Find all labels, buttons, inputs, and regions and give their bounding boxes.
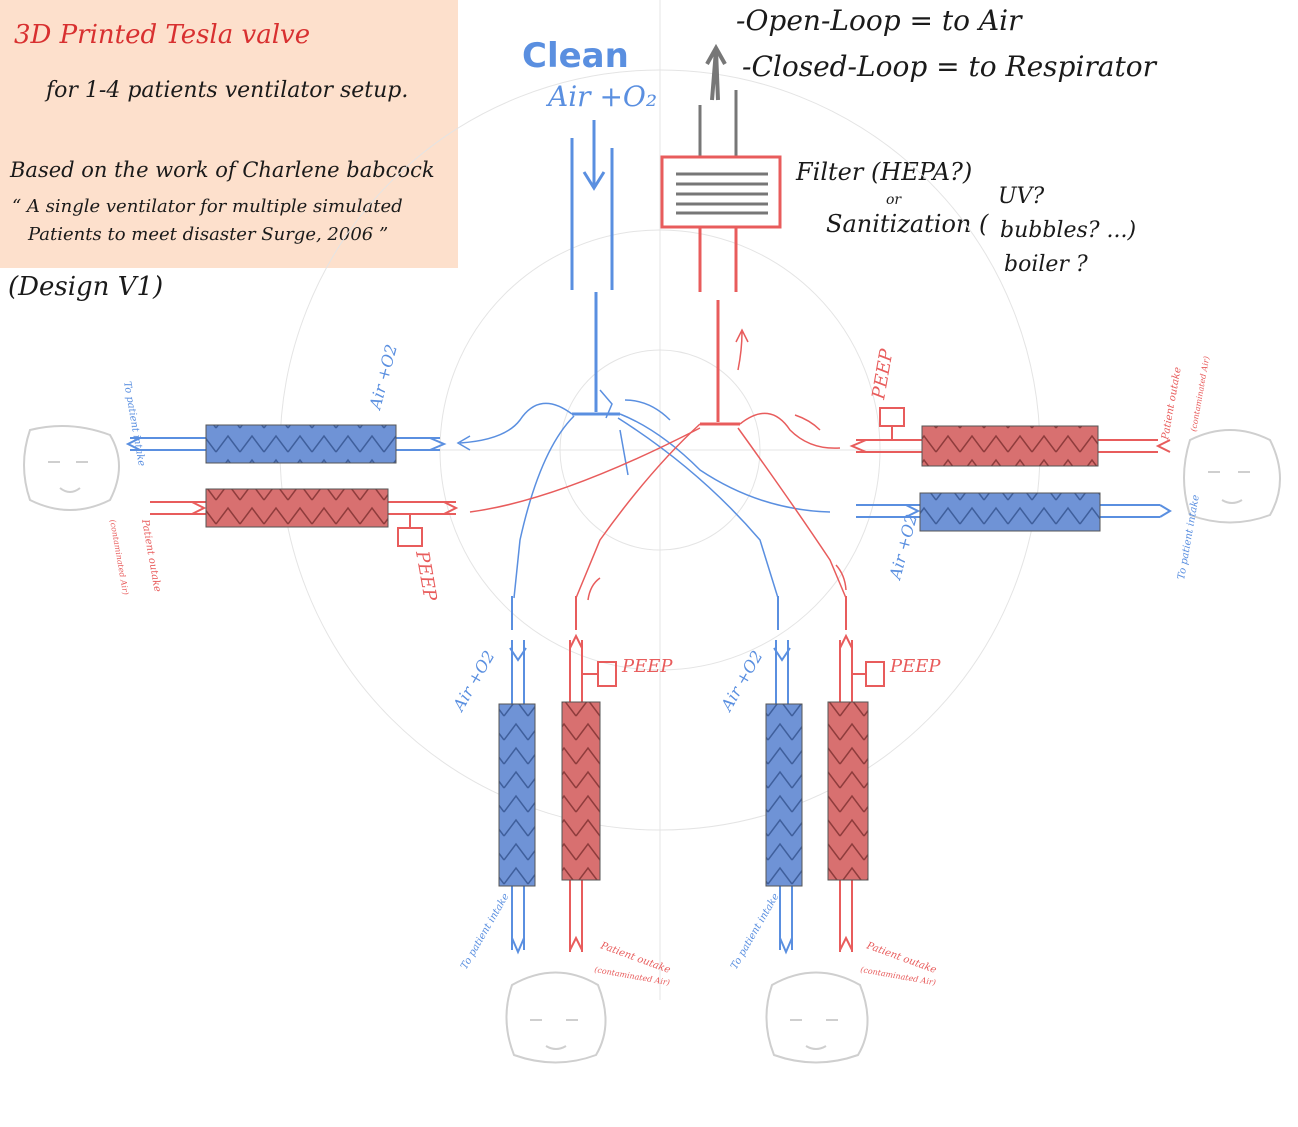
east-to-patient-label: To patient intake bbox=[1176, 494, 1202, 581]
west-manifold bbox=[125, 424, 459, 547]
east-manifold bbox=[849, 407, 1172, 532]
note-line-4: Patients to meet disaster Surge, 2006 ” bbox=[28, 224, 389, 245]
se-air-o2-label: Air +O2 bbox=[716, 647, 767, 715]
patient-head-east bbox=[1183, 429, 1281, 524]
south-east-manifold bbox=[765, 596, 885, 955]
patient-head-west bbox=[23, 425, 120, 511]
west-air-o2-label: Air +O2 bbox=[365, 342, 401, 413]
info-note bbox=[0, 0, 458, 268]
note-line-2: Based on the work of Charlene babcock bbox=[10, 158, 435, 182]
west-contaminated-label: (contaminated Air) bbox=[108, 519, 130, 596]
se-to-patient-label: To patient intake bbox=[729, 892, 781, 972]
clean-label: Clean bbox=[522, 36, 629, 76]
sanitization-label: Sanitization ( bbox=[826, 210, 989, 238]
design-label: (Design V1) bbox=[8, 272, 164, 302]
filter-unit bbox=[660, 43, 782, 426]
note-line-1: for 1-4 patients ventilator setup. bbox=[46, 78, 409, 103]
air-o2-label: Air +O₂ bbox=[548, 80, 658, 113]
west-to-patient-label: To patient intake bbox=[121, 381, 147, 468]
east-peep-label: PEEP bbox=[868, 347, 898, 402]
note-title: 3D Printed Tesla valve bbox=[14, 20, 311, 50]
patient-head-south-west bbox=[505, 971, 607, 1064]
east-air-o2-label: Air +O2 bbox=[885, 512, 921, 583]
east-outtake-label: Patient outake bbox=[1160, 366, 1184, 441]
se-peep-label: PEEP bbox=[889, 656, 941, 677]
closed-loop-label: -Closed-Loop = to Respirator bbox=[742, 50, 1156, 83]
filter-label: Filter (HEPA?) bbox=[796, 158, 973, 186]
note-line-3: “ A single ventilator for multiple simul… bbox=[12, 196, 403, 217]
filter-or-label: or bbox=[886, 192, 902, 208]
east-contaminated-label: (contaminated Air) bbox=[1189, 355, 1211, 432]
uv-label: UV? bbox=[998, 184, 1045, 209]
boiler-label: boiler ? bbox=[1004, 252, 1088, 277]
south-west-manifold bbox=[498, 596, 617, 955]
sw-to-patient-label: To patient intake bbox=[459, 892, 511, 972]
patient-head-south-east bbox=[765, 971, 869, 1064]
open-loop-label: -Open-Loop = to Air bbox=[736, 4, 1022, 37]
west-outtake-label: Patient outake bbox=[139, 518, 163, 593]
sw-peep-label: PEEP bbox=[621, 656, 673, 677]
bubbles-label: bubbles? ...) bbox=[1000, 218, 1137, 243]
west-peep-label: PEEP bbox=[411, 548, 441, 603]
sw-air-o2-label: Air +O2 bbox=[448, 647, 499, 715]
clean-air-inlet bbox=[570, 120, 620, 416]
blue-distribution bbox=[456, 389, 831, 599]
red-distribution bbox=[469, 412, 847, 601]
